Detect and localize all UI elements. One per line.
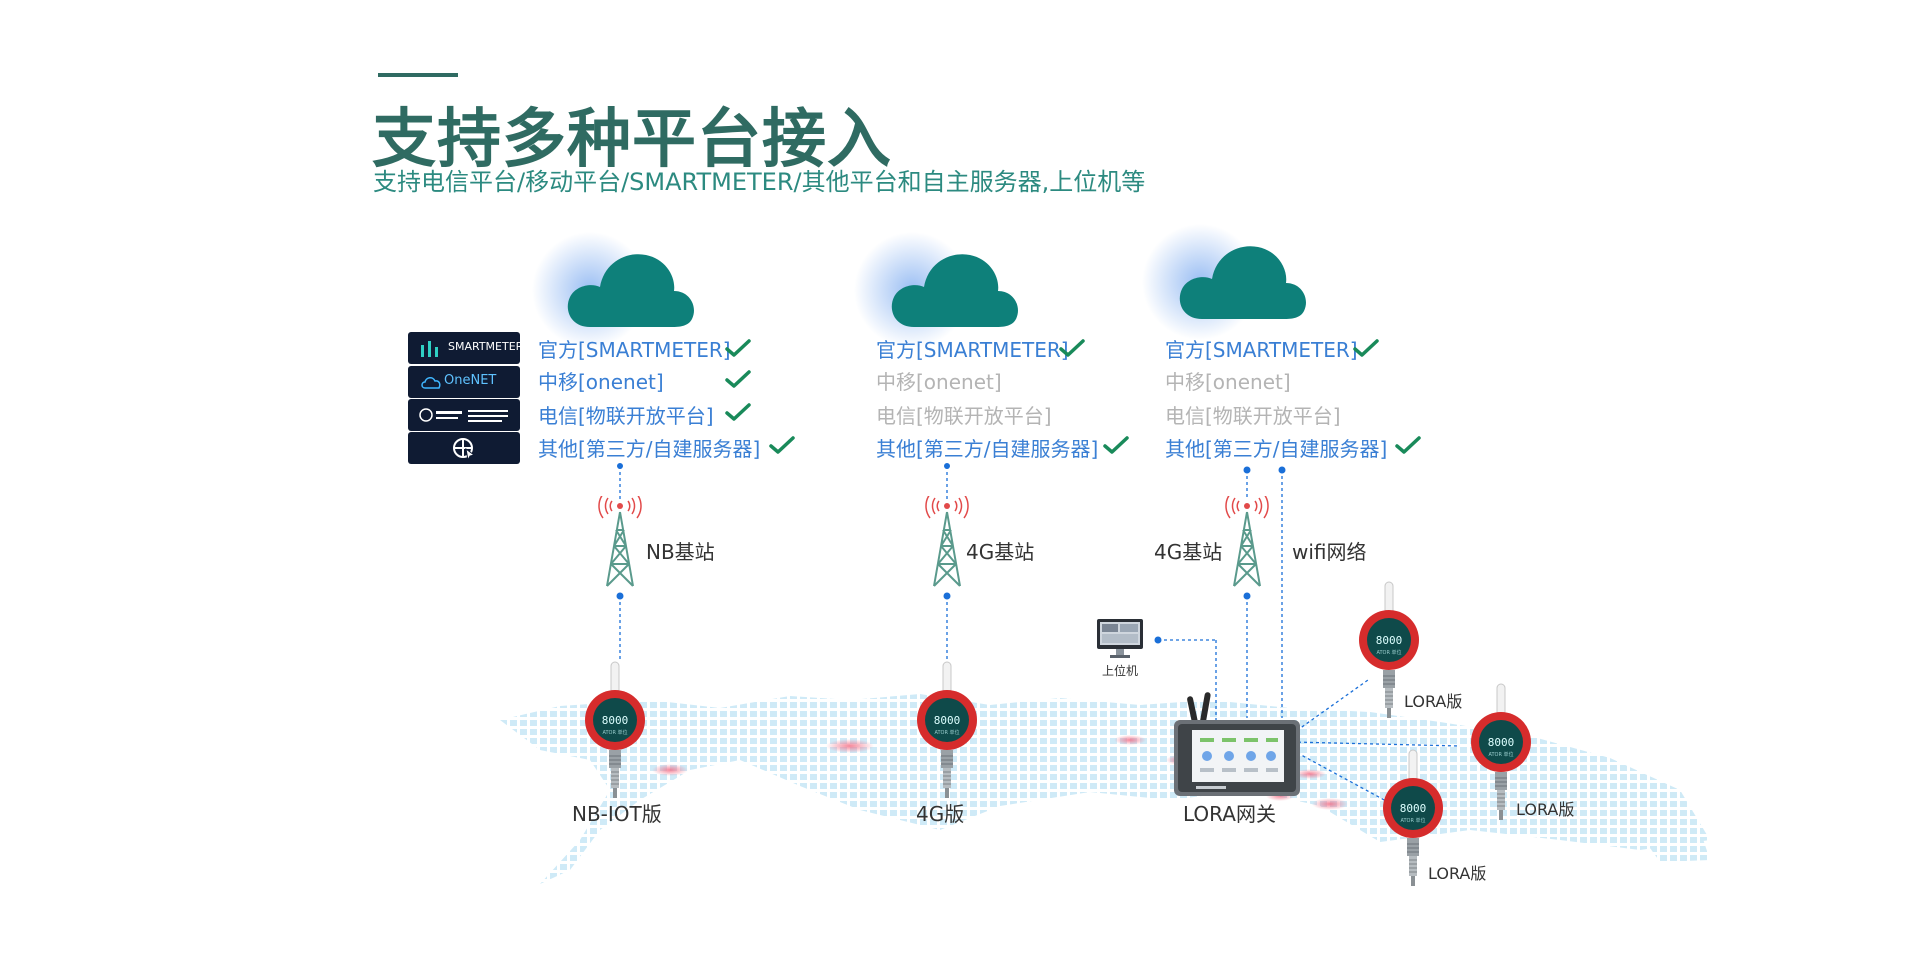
sensor-reading: 8000 bbox=[934, 714, 961, 727]
checkmark-icon bbox=[1103, 436, 1129, 454]
checkmark-icon bbox=[1353, 339, 1379, 357]
cloud-icon bbox=[891, 254, 1018, 327]
sensor-subtext: ATOR 单位 bbox=[1488, 751, 1513, 758]
smartmeter-logo: SMARTMETER bbox=[408, 332, 520, 364]
telecom-emblem-icon bbox=[419, 408, 508, 422]
checkmark-icon bbox=[725, 339, 751, 357]
lora-gateway-device bbox=[1174, 692, 1300, 796]
device-label: NB-IOT版 bbox=[572, 802, 662, 826]
page-subtitle: 支持电信平台/移动平台/SMARTMETER/其他平台和自主服务器,上位机等 bbox=[373, 168, 1146, 196]
cell-tower-icon bbox=[1225, 496, 1269, 587]
desktop-computer-icon bbox=[1097, 619, 1143, 658]
sensor-subtext: ATOR 单位 bbox=[1400, 817, 1425, 824]
lora-sensor-device: 8000 ATOR 单位 bbox=[1359, 581, 1419, 718]
wifi-label: wifi网络 bbox=[1292, 540, 1367, 564]
lora-sensor-device: 8000 ATOR 单位 bbox=[1471, 683, 1531, 820]
checkmark-icon bbox=[769, 436, 795, 454]
lora-sensor-device: 8000 ATOR 单位 bbox=[1383, 749, 1443, 886]
sensor-subtext: ATOR 单位 bbox=[602, 729, 627, 736]
cloud-icon bbox=[1179, 246, 1306, 319]
checkmark-icon bbox=[1059, 339, 1085, 357]
platform-item: 电信[物联开放平台] bbox=[538, 404, 714, 428]
sensor-reading: 8000 bbox=[1400, 802, 1427, 815]
cloud-outline-icon bbox=[421, 377, 441, 389]
platform-item: 电信[物联开放平台] bbox=[1165, 404, 1341, 428]
tower-label: 4G基站 bbox=[966, 540, 1035, 564]
tower-label: NB基站 bbox=[646, 540, 715, 564]
checkmark-icon bbox=[1395, 436, 1421, 454]
onenet-logo: OneNET bbox=[408, 366, 520, 398]
platform-item: 其他[第三方/自建服务器] bbox=[538, 437, 761, 461]
platform-item: 其他[第三方/自建服务器] bbox=[876, 437, 1099, 461]
platform-item: 其他[第三方/自建服务器] bbox=[1165, 437, 1388, 461]
cloud-icon bbox=[567, 254, 694, 327]
smartmeter-bars-icon bbox=[421, 341, 438, 357]
platform-item: 官方[SMARTMETER] bbox=[538, 338, 731, 362]
checkmark-icon bbox=[725, 370, 751, 388]
sensor-device: 8000 ATOR 单位 bbox=[585, 661, 645, 798]
sensor-subtext: ATOR 单位 bbox=[934, 729, 959, 736]
pc-label: 上位机 bbox=[1102, 664, 1139, 678]
checkmark-icon bbox=[725, 403, 751, 421]
lora-device-label: LORA版 bbox=[1404, 692, 1463, 711]
sensor-device: 8000 ATOR 单位 bbox=[917, 661, 977, 798]
platform-item: 电信[物联开放平台] bbox=[876, 404, 1052, 428]
page-title: 支持多种平台接入 bbox=[372, 103, 892, 177]
telecom-logo bbox=[408, 399, 520, 431]
platform-item: 中移[onenet] bbox=[1165, 370, 1291, 394]
globe-cursor-icon bbox=[453, 438, 476, 461]
device-label: 4G版 bbox=[916, 802, 965, 826]
cell-tower-icon bbox=[925, 496, 969, 587]
platform-item: 官方[SMARTMETER] bbox=[1165, 338, 1358, 362]
lora-device-label: LORA版 bbox=[1516, 800, 1575, 819]
sensor-reading: 8000 bbox=[1488, 736, 1515, 749]
custom-server-logo bbox=[408, 432, 520, 464]
sensor-reading: 8000 bbox=[602, 714, 629, 727]
platform-item: 中移[onenet] bbox=[876, 370, 1002, 394]
sensor-subtext: ATOR 单位 bbox=[1376, 649, 1401, 656]
cell-tower-icon bbox=[598, 496, 642, 587]
sensor-reading: 8000 bbox=[1376, 634, 1403, 647]
gateway-label: LORA网关 bbox=[1183, 802, 1276, 826]
title-accent-bar bbox=[378, 73, 458, 77]
lora-device-label: LORA版 bbox=[1428, 864, 1487, 883]
platform-item: 中移[onenet] bbox=[538, 370, 664, 394]
tower-label: 4G基站 bbox=[1154, 540, 1223, 564]
platform-item: 官方[SMARTMETER] bbox=[876, 338, 1069, 362]
